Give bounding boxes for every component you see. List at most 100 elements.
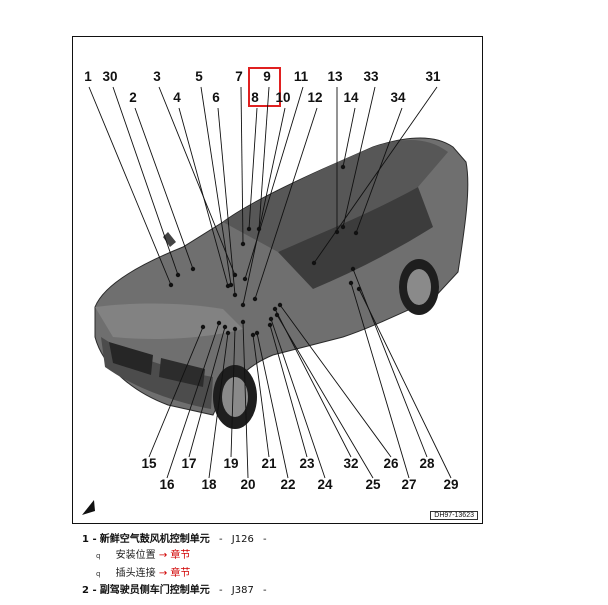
leader-dot [356,286,362,292]
leader-line [279,304,392,458]
leader-line [242,321,249,479]
leader-line [248,107,258,230]
chapter-link[interactable]: → 章节 [158,568,191,579]
list-item: 2 - 副驾驶员侧车门控制单元 - J387 - [82,583,602,598]
leader-line [166,322,220,479]
leader-dot [216,320,222,326]
callout-number: 20 [240,477,255,492]
callout-number: 28 [419,456,435,471]
leader-line [358,288,452,479]
callout-number: 27 [401,477,416,492]
leader-line [342,107,356,168]
callout-number: 11 [294,69,309,84]
bullet-icon: q [96,552,101,560]
sub-item-text: 插头连接 [115,568,156,579]
highlight-box [248,67,281,107]
callout-number: 19 [223,456,238,471]
leader-line [158,86,236,276]
figure-code: DH97-13623 [430,511,478,520]
callout-number: 14 [343,90,359,105]
callout-number: 23 [299,456,315,471]
leader-line [208,332,229,479]
leader-line [188,326,226,458]
leader-dot [240,241,246,247]
callout-number: 12 [307,90,322,105]
leader-line [269,324,308,458]
leader-line [242,107,286,306]
callout-number: 26 [383,456,399,471]
callout-number: 10 [275,90,290,105]
leader-dot [272,306,278,312]
leader-dot [232,326,238,332]
vehicle-body [94,137,469,429]
callout-number: 18 [201,477,217,492]
leader-line [254,107,318,300]
callout-number: 30 [102,69,117,84]
leader-dot [350,266,356,272]
leader-dot [240,302,246,308]
north-arrow-icon [82,500,95,515]
item-title: 新鲜空气鼓风机控制单元 [99,534,210,545]
leader-line [240,86,244,245]
leader-line [270,318,326,479]
callout-number: 3 [153,69,161,84]
leader-line [276,314,374,479]
leader-line [313,86,438,264]
leader-dot [246,226,252,232]
leader-line [244,86,304,280]
sub-item: q 插头连接 → 章节 [82,565,602,583]
callout-leaders [88,86,452,479]
leader-line [178,107,229,287]
callout-number: 33 [363,69,379,84]
leader-dot [250,332,256,338]
leader-line [112,86,179,276]
leader-dot [340,164,346,170]
leader-line [342,86,376,228]
bullet-icon: q [96,570,101,578]
leader-line [148,326,204,458]
callout-number: 25 [365,477,381,492]
component-list: 1 - 新鲜空气鼓风机控制单元 - J126 - q 安装位置 → 章节 q 插… [82,532,602,598]
callout-number: 8 [251,90,259,105]
callout-number: 7 [235,69,243,84]
callout-number: 1 [84,69,92,84]
leader-dot [277,302,283,308]
leader-dot [311,260,317,266]
list-item-heading: 1 - 新鲜空气鼓风机控制单元 - J126 - [82,532,602,547]
leader-line [352,268,428,458]
callout-number: 31 [425,69,441,84]
leader-line [256,332,289,479]
item-code: J387 [231,585,254,596]
callout-number: 5 [195,69,203,84]
callout-number: 2 [129,90,137,105]
leader-dot [267,322,273,328]
item-number: 1 - [82,534,97,545]
leader-dot [222,324,228,330]
callout-number: 34 [390,90,406,105]
leader-dot [232,272,238,278]
leader-line [258,86,270,230]
leader-dot [228,282,234,288]
leader-dot [252,296,258,302]
callout-number: 13 [327,69,343,84]
leader-dot [232,292,238,298]
item-trail: - [263,534,267,545]
callout-number: 22 [280,477,295,492]
callout-number: 4 [173,90,181,105]
leader-dot [274,312,280,318]
leader-line [230,328,236,458]
callout-number: 29 [443,477,458,492]
list-item: 1 - 新鲜空气鼓风机控制单元 - J126 - q 安装位置 → 章节 q 插… [82,532,602,583]
chapter-link[interactable]: → 章节 [158,550,191,561]
sub-item-text: 安装位置 [115,550,156,561]
leader-dot [225,330,231,336]
leader-dot [340,224,346,230]
item-number: 2 - [82,585,97,596]
leader-line [350,282,410,479]
leader-dot [348,280,354,286]
callout-number: 21 [261,456,277,471]
leader-dot [268,316,274,322]
